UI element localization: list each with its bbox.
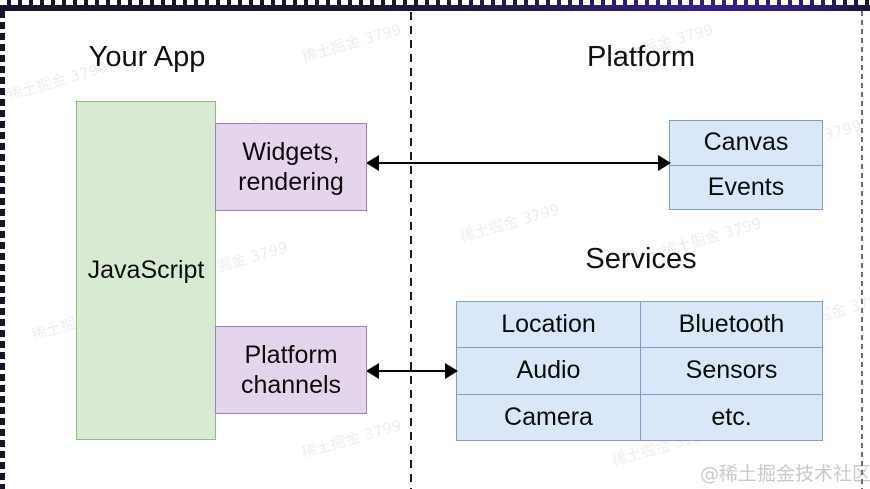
arrowhead-left-icon — [366, 155, 379, 171]
arrow-shaft — [375, 162, 662, 165]
box-platform-channels: Platform channels — [215, 326, 367, 414]
frame-right-dashed-border — [861, 11, 863, 489]
watermark-tile: 稀土掘金 3799 — [299, 20, 404, 66]
arrow-shaft — [375, 370, 449, 373]
app-platform-divider — [410, 12, 413, 489]
heading-platform: Platform — [587, 41, 695, 73]
arrowhead-right-icon — [658, 155, 671, 171]
table-row: Camera etc. — [457, 393, 822, 440]
watermark-tile: 稀土掘金 3799 — [299, 416, 404, 462]
arrow-channels-to-services — [366, 359, 458, 383]
services-cell-audio: Audio — [516, 356, 581, 385]
services-cell-camera: Camera — [504, 402, 593, 431]
top-accent-dashes — [0, 0, 870, 5]
box-widgets-line2: rendering — [238, 168, 344, 196]
services-table: Location Bluetooth Audio Sensors Camera … — [456, 301, 823, 441]
frame-left-dashed-border — [0, 11, 5, 489]
platform-canvas-events-stack: Canvas Events — [669, 120, 823, 210]
arrowhead-left-icon — [366, 363, 379, 379]
arrowhead-right-icon — [445, 363, 458, 379]
watermark-tile: 稀土掘金 3799 — [457, 200, 562, 246]
box-widgets-line1: Widgets, — [242, 137, 340, 166]
watermark-brand: @稀土掘金技术社区 — [700, 463, 870, 485]
table-row: Location Bluetooth — [457, 302, 822, 348]
platform-cell-canvas: Canvas — [703, 128, 789, 157]
arrow-widgets-to-canvas — [366, 151, 671, 175]
services-cell-sensors: Sensors — [640, 348, 822, 394]
services-cell-etc: etc. — [640, 394, 822, 440]
top-accent-strip — [0, 0, 870, 11]
box-channels-line1: Platform — [244, 340, 338, 369]
platform-cell-events: Events — [670, 164, 822, 210]
box-javascript: JavaScript — [76, 101, 216, 440]
box-javascript-label: JavaScript — [87, 256, 205, 285]
box-widgets-rendering: Widgets, rendering — [215, 123, 367, 211]
services-cell-bluetooth: Bluetooth — [640, 302, 822, 348]
heading-your-app: Your App — [88, 41, 206, 73]
table-row: Audio Sensors — [457, 347, 822, 394]
services-cell-location: Location — [501, 310, 596, 339]
heading-services: Services — [585, 243, 697, 275]
box-channels-line2: channels — [240, 371, 342, 399]
